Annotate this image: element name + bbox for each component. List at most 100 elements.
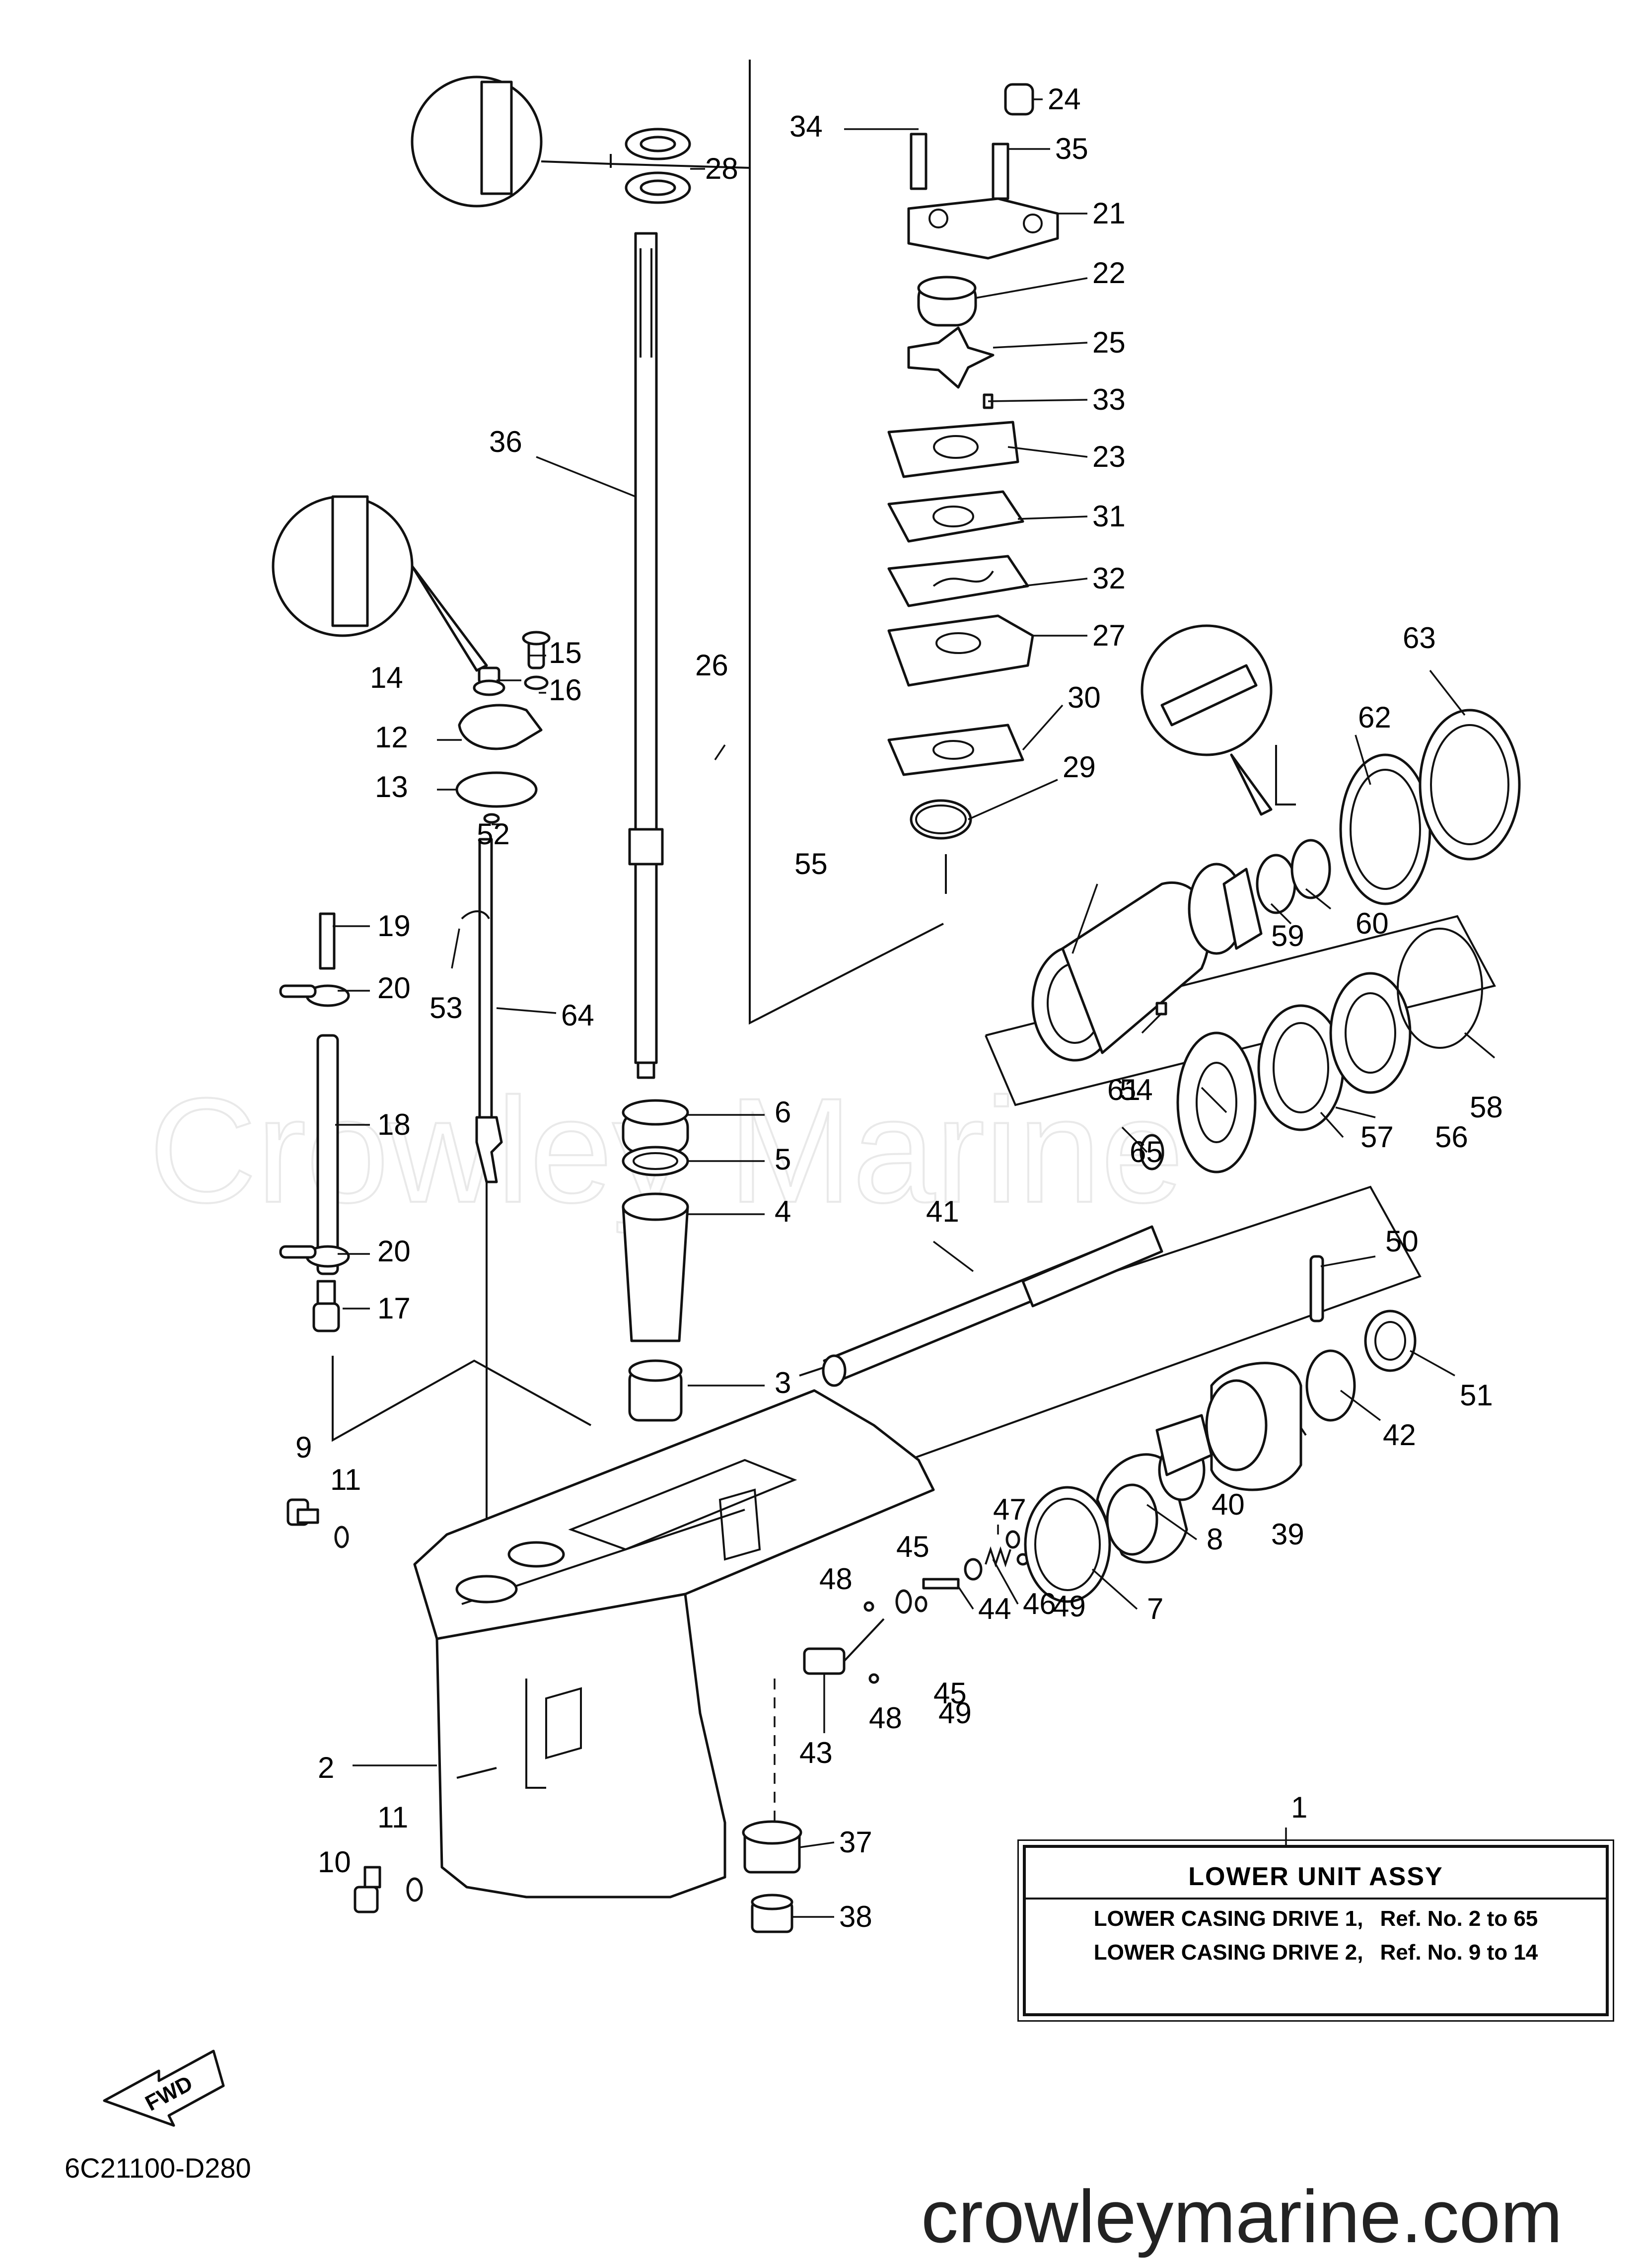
- callout-number: 48: [869, 1701, 902, 1735]
- leader-lines: [333, 98, 1496, 1918]
- callout-number: 56: [1435, 1120, 1468, 1154]
- callout-number: 10: [318, 1845, 351, 1879]
- callout-number: 47: [993, 1493, 1026, 1526]
- callout-number: 64: [561, 999, 594, 1032]
- callout-number: 25: [1092, 326, 1126, 359]
- callout-number: 40: [1212, 1488, 1245, 1521]
- callout-number: 19: [377, 909, 411, 943]
- callout-number: 22: [1092, 256, 1126, 290]
- callout-number: 5: [775, 1143, 791, 1176]
- callout-number: 15: [549, 636, 582, 669]
- callout-number: 45: [896, 1530, 929, 1563]
- callout-number: 34: [789, 110, 823, 143]
- callout-number: 32: [1092, 562, 1126, 595]
- oil-seals: [625, 128, 691, 204]
- callout-number: 12: [375, 721, 408, 754]
- assembly-box-divider: [1026, 1898, 1606, 1900]
- callout-number: 18: [377, 1108, 411, 1141]
- detail-circle-seal: [411, 75, 611, 208]
- callout-number: 38: [839, 1900, 872, 1933]
- callout-number: 48: [819, 1562, 853, 1596]
- detail-circle-bearing: [1141, 624, 1273, 816]
- callout-number: 35: [1055, 132, 1088, 165]
- callout-number: 41: [926, 1195, 959, 1228]
- shaft-bearing-stack: [622, 1099, 689, 1422]
- drain-screws: [286, 1498, 423, 1913]
- callout-number: 24: [1048, 82, 1081, 116]
- callout-number: 62: [1358, 701, 1391, 734]
- callout-number: 65: [1130, 1135, 1163, 1169]
- callout-number: 49: [1053, 1590, 1086, 1623]
- callout-number: 27: [1092, 619, 1126, 652]
- callout-number: 45: [933, 1677, 967, 1710]
- callout-number: 3: [775, 1366, 791, 1399]
- water-tube: [279, 912, 350, 1332]
- bearing-housing: [1031, 709, 1521, 1062]
- callout-number: 54: [1120, 1073, 1153, 1106]
- callout-number: 11: [377, 1801, 408, 1834]
- pinion-gear: [742, 1820, 802, 1933]
- callout-number: 31: [1092, 500, 1126, 533]
- callout-number: 59: [1271, 919, 1304, 952]
- callout-number: 26: [695, 649, 728, 682]
- assembly-row-ref: Ref. No. 9 to 14: [1380, 1940, 1538, 1965]
- callout-number: 16: [549, 673, 582, 707]
- callout-number: 6: [775, 1096, 791, 1129]
- callout-number: 43: [799, 1736, 833, 1769]
- callout-number: 42: [1383, 1418, 1416, 1452]
- shift-mechanism: [455, 631, 551, 1539]
- callout-number: 49: [938, 1696, 972, 1730]
- assembly-row: LOWER CASING DRIVE 2, Ref. No. 9 to 14: [1026, 1940, 1606, 1965]
- callout-number: 4: [775, 1195, 791, 1228]
- assembly-info-box: LOWER UNIT ASSY LOWER CASING DRIVE 1, Re…: [1017, 1839, 1614, 2022]
- forward-gear-group: [1024, 1255, 1417, 1603]
- callout-number: 13: [375, 770, 408, 804]
- callout-number: 21: [1092, 197, 1126, 230]
- callout-number: 61: [1107, 1073, 1141, 1106]
- callout-number: 7: [1147, 1592, 1163, 1625]
- callout-number: 37: [839, 1826, 872, 1859]
- callout-number: 30: [1068, 681, 1101, 714]
- callout-numbers: 1234567891011111213141516171819202021222…: [295, 82, 1503, 1933]
- callout-number: 29: [1063, 750, 1096, 784]
- assembly-title: LOWER UNIT ASSY: [1188, 1862, 1443, 1891]
- callout-number: 2: [318, 1751, 334, 1784]
- callout-number: 20: [377, 971, 411, 1005]
- assembly-row-ref: Ref. No. 2 to 65: [1380, 1906, 1538, 1931]
- propeller-shaft: [822, 1225, 1163, 1387]
- reverse-gear-group: [1140, 928, 1483, 1173]
- callout-number: 36: [489, 425, 522, 458]
- website-watermark: crowleymarine.com: [921, 2175, 1563, 2258]
- callout-number: 39: [1271, 1518, 1304, 1551]
- callout-number: 51: [1460, 1379, 1493, 1412]
- callout-number: 57: [1360, 1120, 1394, 1154]
- callout-number: 63: [1403, 621, 1436, 655]
- callout-number: 33: [1092, 383, 1126, 416]
- water-pump: [887, 83, 1059, 840]
- callout-number: 20: [377, 1235, 411, 1268]
- callout-number: 55: [794, 847, 828, 880]
- drive-shaft: [628, 232, 664, 1079]
- callout-number: 14: [370, 661, 403, 694]
- assembly-row: LOWER CASING DRIVE 1, Ref. No. 2 to 65: [1026, 1906, 1606, 1931]
- callout-number: 50: [1385, 1225, 1419, 1258]
- callout-number: 58: [1470, 1091, 1503, 1124]
- callout-number: 1: [1291, 1791, 1307, 1824]
- assembly-row-name: LOWER CASING DRIVE 1,: [1093, 1906, 1363, 1931]
- lower-casing: [413, 1389, 935, 1899]
- detail-circle-shaft: [272, 495, 488, 672]
- callout-number: 8: [1207, 1523, 1223, 1556]
- assembly-row-name: LOWER CASING DRIVE 2,: [1093, 1940, 1363, 1965]
- callout-number: 28: [705, 152, 738, 185]
- fwd-arrow-icon: FWD: [103, 2049, 225, 2127]
- callout-number: 11: [330, 1463, 361, 1496]
- callout-number: 52: [477, 817, 510, 851]
- callout-number: 44: [978, 1592, 1011, 1625]
- callout-number: 60: [1356, 907, 1389, 940]
- callout-number: 23: [1092, 440, 1126, 473]
- callout-number: 9: [295, 1431, 312, 1464]
- callout-number: 53: [429, 991, 463, 1024]
- callout-number: 46: [1023, 1587, 1056, 1620]
- callout-number: 17: [377, 1292, 411, 1325]
